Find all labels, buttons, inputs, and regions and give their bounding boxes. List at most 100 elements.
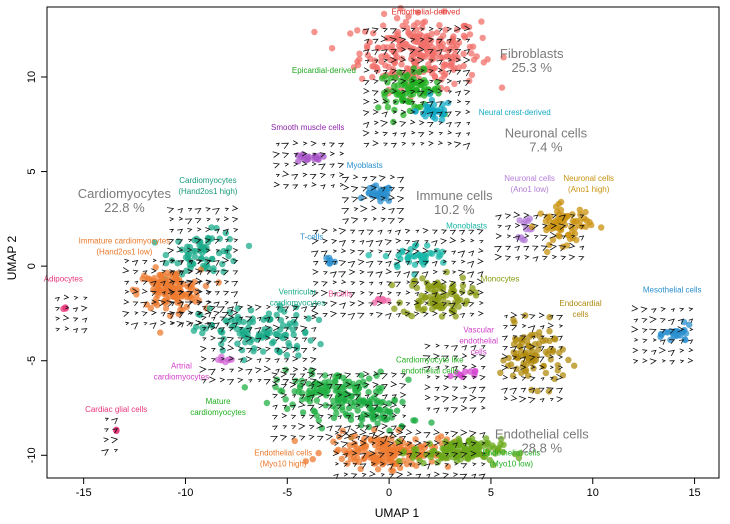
velocity-arrow <box>403 249 411 255</box>
cell-point <box>425 61 432 68</box>
velocity-arrow <box>303 184 308 188</box>
velocity-arrow <box>542 214 548 219</box>
cell-point <box>505 354 512 362</box>
velocity-arrow <box>208 368 216 376</box>
velocity-arrow <box>382 394 388 400</box>
velocity-arrow <box>658 346 666 354</box>
cell-point <box>345 405 353 412</box>
velocity-arrow <box>432 311 438 317</box>
cell-point <box>405 376 412 383</box>
cell-point <box>360 410 367 418</box>
cell-point <box>411 271 418 278</box>
velocity-arrow <box>426 111 434 118</box>
velocity-arrow <box>227 314 235 321</box>
velocity-arrow <box>280 371 288 378</box>
velocity-arrow <box>302 357 308 363</box>
velocity-arrow <box>386 281 392 286</box>
velocity-arrow <box>558 355 564 360</box>
velocity-arrow <box>143 322 148 326</box>
velocity-arrow <box>478 386 486 393</box>
cell-point <box>152 264 159 271</box>
velocity-arrow <box>160 320 167 326</box>
cell-point <box>394 28 402 36</box>
velocity-arrow <box>465 100 471 106</box>
velocity-arrow <box>494 245 502 253</box>
cell-point <box>317 386 324 393</box>
velocity-arrow <box>65 305 70 310</box>
cell-point <box>234 305 241 312</box>
velocity-arrow <box>470 441 477 447</box>
cell-point <box>400 73 407 80</box>
velocity-arrow <box>424 290 429 295</box>
velocity-arrow <box>343 462 349 467</box>
cluster-10 <box>365 241 447 278</box>
velocity-arrow <box>330 271 337 278</box>
cluster-label: cells <box>572 310 588 319</box>
cell-point <box>377 188 384 195</box>
velocity-arrow <box>206 290 212 295</box>
group-label-percent: 28.8 % <box>522 440 563 455</box>
cell-point <box>414 9 422 16</box>
cell-point <box>391 397 398 404</box>
velocity-arrow <box>443 259 448 264</box>
velocity-arrow <box>478 397 486 403</box>
cell-point <box>470 56 478 63</box>
velocity-arrow <box>510 311 518 319</box>
cell-point <box>429 47 437 54</box>
velocity-arrow <box>465 38 471 43</box>
cell-point <box>552 203 560 210</box>
cell-point <box>384 79 391 86</box>
velocity-arrow <box>403 271 411 278</box>
velocity-arrow <box>540 325 545 330</box>
velocity-arrow <box>374 414 379 418</box>
velocity-arrow <box>444 345 450 349</box>
cell-point <box>546 328 553 335</box>
velocity-arrow <box>399 70 407 76</box>
velocity-arrow <box>272 151 280 158</box>
velocity-arrow <box>337 434 343 439</box>
cluster-11 <box>388 268 480 320</box>
cell-point <box>559 372 567 379</box>
velocity-arrow <box>423 365 431 373</box>
velocity-arrow <box>380 35 389 43</box>
velocity-arrow <box>413 300 420 306</box>
velocity-arrow <box>479 240 484 244</box>
velocity-arrow <box>422 260 429 266</box>
velocity-arrow <box>411 142 416 146</box>
velocity-arrow <box>441 229 447 234</box>
velocity-arrow <box>363 80 370 86</box>
velocity-arrow <box>273 376 281 384</box>
velocity-arrow <box>424 463 431 470</box>
velocity-arrow <box>355 435 361 441</box>
velocity-arrow <box>266 304 271 310</box>
velocity-arrow <box>197 320 203 325</box>
velocity-arrow <box>132 259 139 266</box>
cell-point <box>416 48 423 56</box>
cell-point <box>582 223 589 230</box>
velocity-arrow <box>348 292 356 298</box>
velocity-arrow <box>394 281 402 288</box>
cluster-label: cardiomyocytes <box>190 408 246 417</box>
cell-point <box>191 253 199 260</box>
velocity-arrow <box>415 473 422 479</box>
cluster-labels: Endothelial-derivedEpicardial-derivedNeu… <box>44 8 702 469</box>
cell-point <box>210 267 217 275</box>
x-axis-label: UMAP 1 <box>375 506 420 520</box>
velocity-arrow <box>481 345 486 349</box>
velocity-arrow <box>405 429 413 435</box>
cell-point <box>182 254 190 261</box>
velocity-arrow <box>463 80 471 87</box>
cluster-18 <box>528 198 605 256</box>
velocity-arrow <box>463 56 471 64</box>
cell-point <box>241 384 248 391</box>
velocity-arrow <box>579 214 585 219</box>
velocity-arrow <box>313 260 319 266</box>
velocity-arrow <box>275 142 280 147</box>
cell-point <box>437 252 444 259</box>
velocity-arrow <box>273 181 281 188</box>
velocity-arrow <box>187 247 193 253</box>
cell-point <box>394 82 401 89</box>
velocity-arrow <box>456 38 462 42</box>
cell-point <box>402 18 410 26</box>
velocity-arrow <box>282 425 288 429</box>
